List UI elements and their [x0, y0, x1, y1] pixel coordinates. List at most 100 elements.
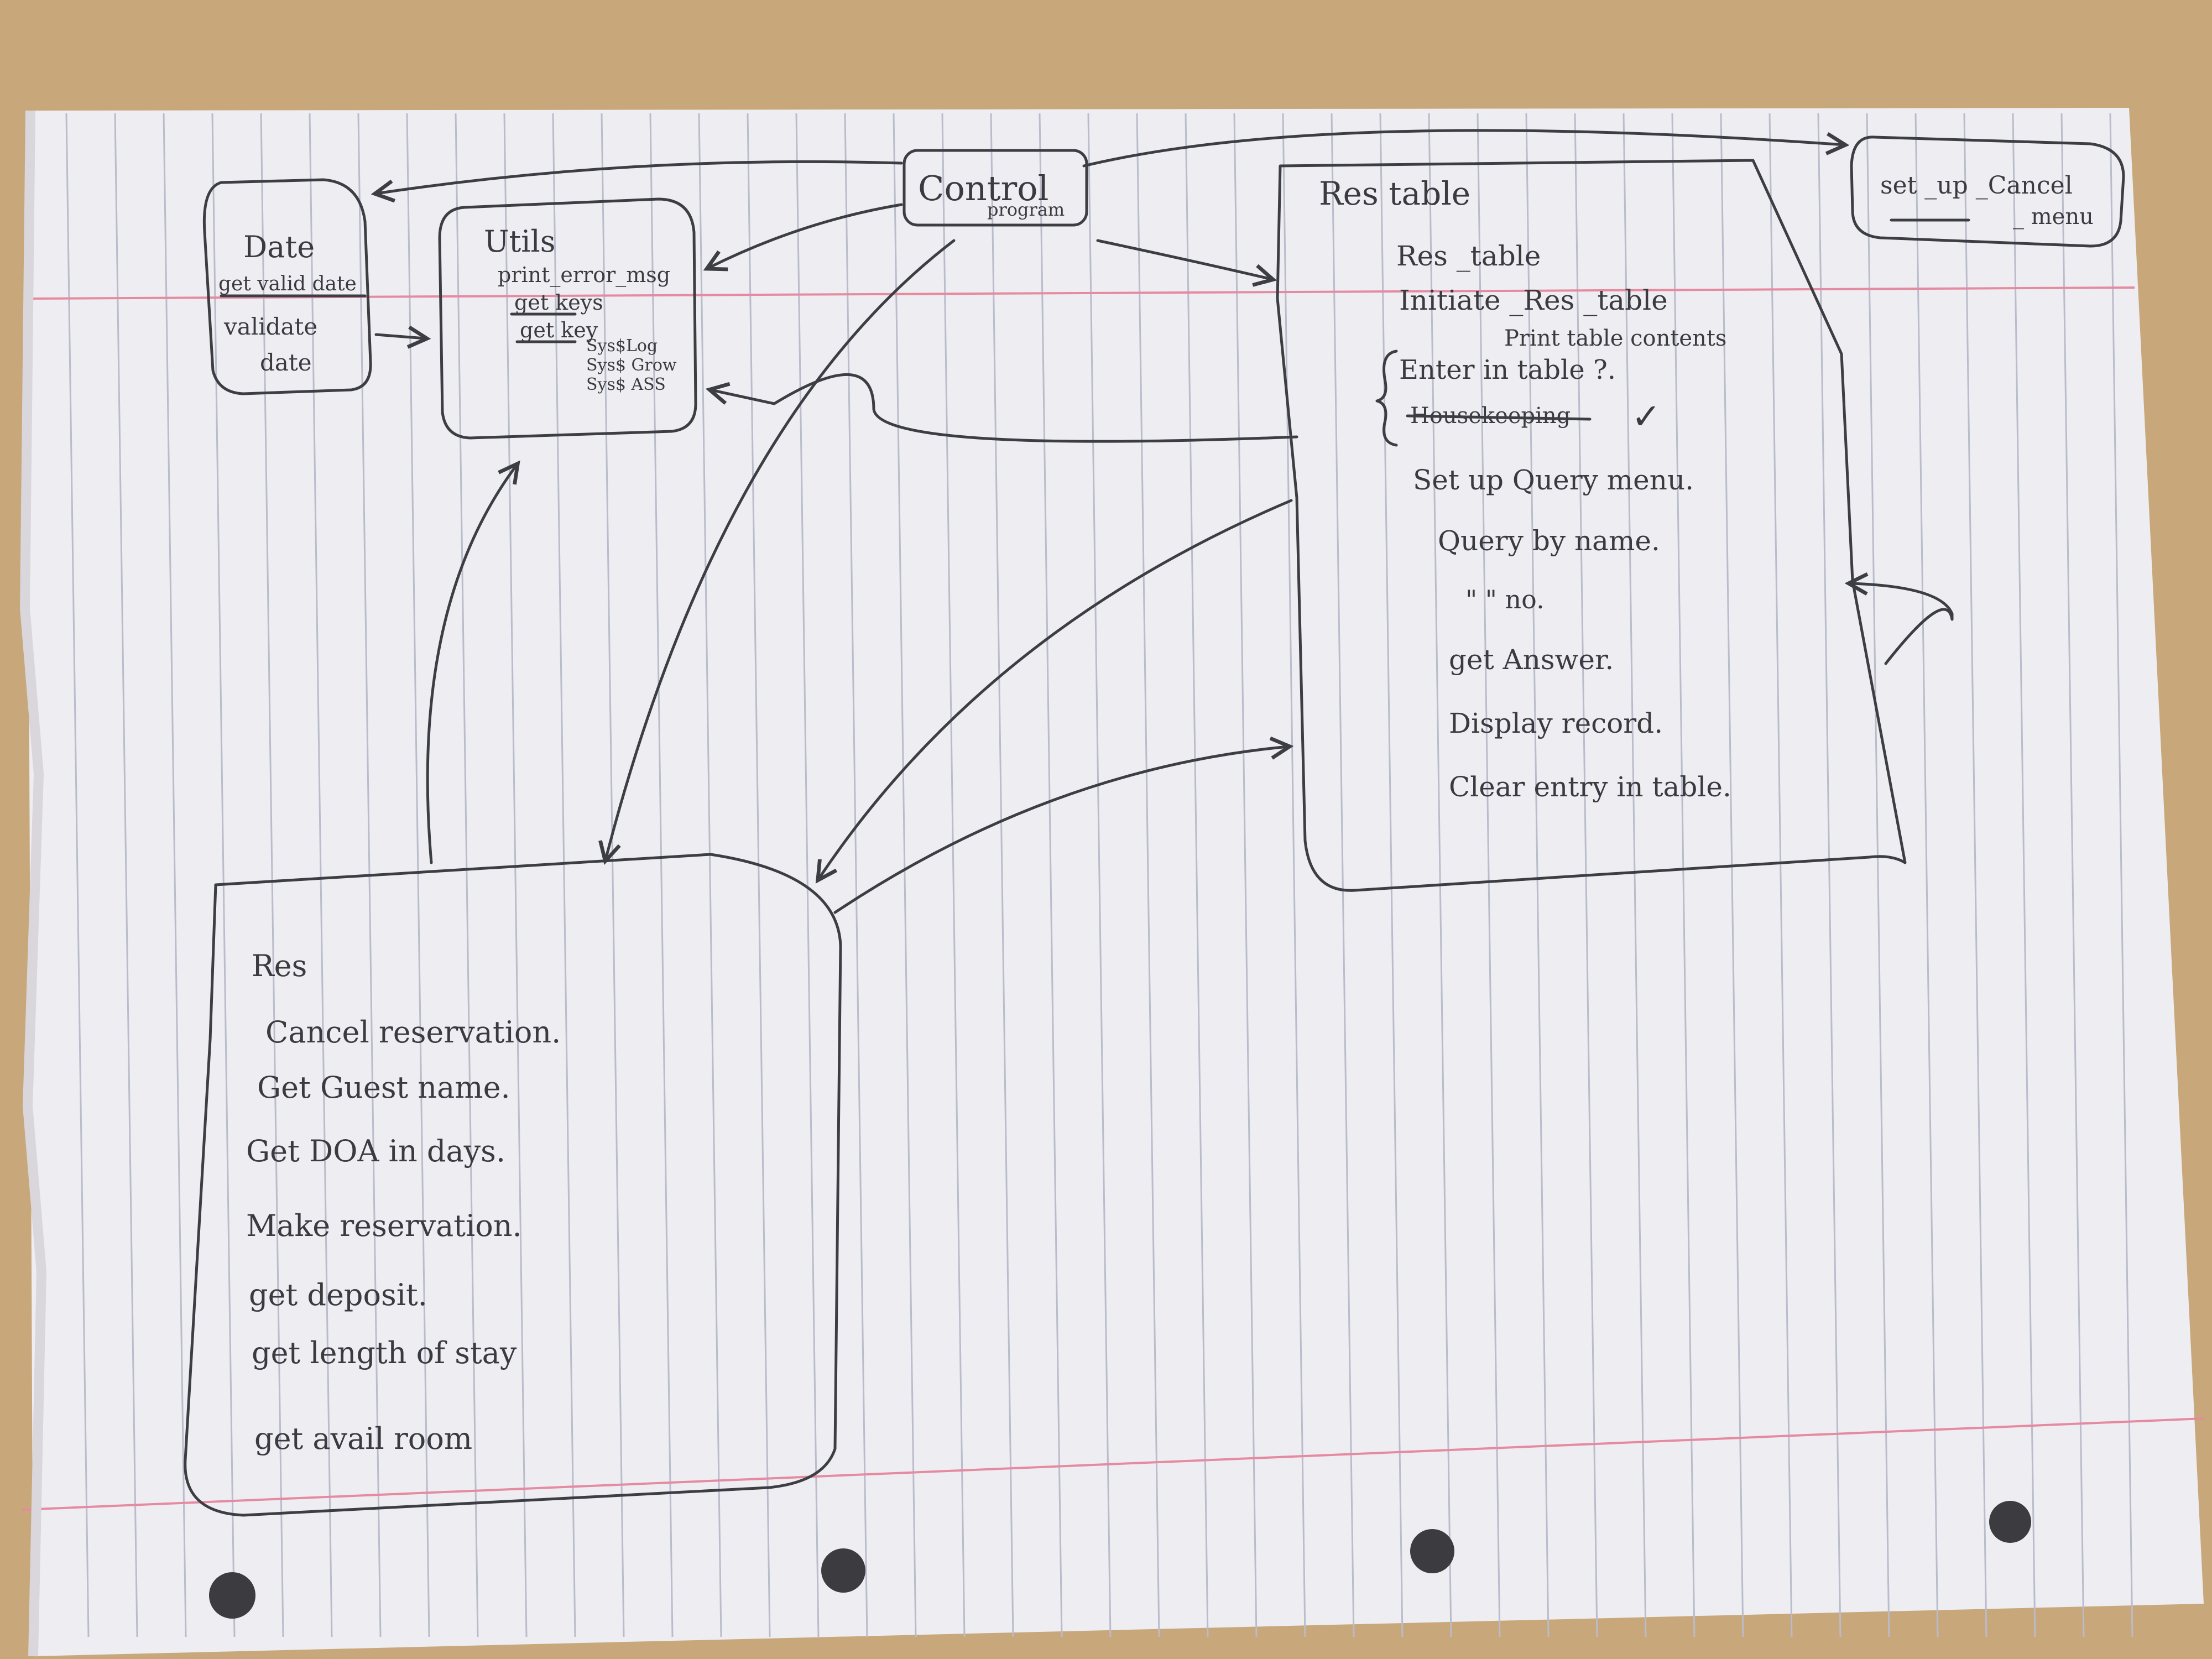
ruled-line — [844, 113, 868, 1637]
date-item: date — [260, 349, 312, 376]
setup-cancel-box — [1850, 135, 2125, 248]
ruled-line — [1087, 113, 1112, 1637]
ruled-line — [1185, 113, 1209, 1637]
res-item: Get DOA in days. — [246, 1134, 505, 1168]
date-item: validate — [223, 313, 317, 340]
res-table-item: Set up Query menu. — [1413, 464, 1694, 496]
arrow-res-table-to-res — [818, 499, 1293, 879]
ruled-line — [1428, 113, 1452, 1637]
arrow-control-to-res-table — [1096, 239, 1272, 279]
ruled-line — [163, 113, 187, 1637]
ruled-line — [1671, 113, 1695, 1637]
ruled-line — [552, 113, 576, 1637]
ruled-line — [1623, 113, 1647, 1637]
arrow-res-to-utils — [426, 465, 517, 864]
control-subtitle: program — [987, 199, 1065, 220]
ruled-line — [1768, 113, 1793, 1637]
res-table-item: get Answer. — [1449, 644, 1614, 676]
utils-item: get key — [520, 318, 598, 342]
ruled-line — [1914, 113, 1939, 1637]
res-item: get avail room — [254, 1421, 472, 1456]
ruled-line — [649, 113, 674, 1637]
res-table-item: Res _table — [1396, 240, 1541, 272]
res-item: Cancel reservation. — [265, 1015, 561, 1050]
res-table-title: Res table — [1319, 175, 1470, 212]
res-title: Res — [252, 948, 307, 983]
ruled-line — [114, 113, 138, 1637]
arrow-res-to-res-table — [833, 747, 1288, 914]
ruled-line — [2060, 113, 2085, 1637]
paper-sheet — [27, 108, 2204, 1656]
date-box — [202, 178, 372, 395]
utils-sys-item: Sys$ ASS — [586, 375, 666, 394]
ruled-line — [1233, 113, 1258, 1637]
res-item: Get Guest name. — [257, 1070, 510, 1105]
res-table-item: Initiate _Res _table — [1399, 284, 1668, 316]
ruled-line — [795, 113, 820, 1637]
utils-title: Utils — [484, 224, 555, 259]
ruled-line — [1525, 113, 1550, 1637]
res-table-brace — [1375, 349, 1398, 447]
arrow-control-to-date — [376, 160, 903, 194]
date-item: get valid date — [218, 273, 357, 295]
ruled-line — [1963, 113, 1987, 1637]
res-box — [184, 853, 842, 1517]
res-table-item: " " no. — [1465, 585, 1545, 614]
arrow-date-to-utils — [374, 335, 426, 338]
ruled-line — [1866, 113, 1890, 1637]
res-table-check: ✓ — [1631, 397, 1661, 437]
ruled-line — [1331, 113, 1355, 1637]
ruled-line — [1720, 113, 1744, 1637]
res-table-strikethrough — [1406, 414, 1592, 421]
ruled-line — [1039, 113, 1063, 1637]
res-table-item: Display record. — [1449, 707, 1663, 739]
ruled-line — [406, 113, 430, 1637]
res-item: Make reservation. — [246, 1208, 522, 1243]
ruled-line — [747, 113, 771, 1637]
ruled-line — [309, 113, 333, 1637]
ruled-line — [1477, 113, 1501, 1637]
ruled-line — [698, 113, 722, 1637]
utils-box — [438, 197, 697, 440]
res-table-item: Clear entry in table. — [1449, 771, 1731, 803]
ruled-line — [1136, 113, 1160, 1637]
ruled-line — [1817, 113, 1841, 1637]
res-table-box — [1276, 159, 1907, 892]
punch-hole-3 — [1410, 1529, 1454, 1573]
ruled-line — [260, 113, 284, 1637]
arrow-control-to-utils — [708, 203, 903, 268]
ruled-line — [2012, 113, 2036, 1637]
control-title: Control — [918, 168, 1048, 208]
ruled-line — [65, 113, 90, 1637]
res-item: get deposit. — [249, 1277, 427, 1312]
arrow-control-to-setup-cancel — [1082, 129, 1844, 168]
setup-cancel-line: _ menu — [2013, 204, 2094, 229]
margin-line-top — [26, 286, 2135, 300]
utils-sys-item: Sys$ Grow — [586, 356, 677, 375]
utils-item: get keys — [514, 290, 603, 315]
margin-line-bottom — [22, 1417, 2204, 1511]
utils-sys-item: Sys$Log — [586, 336, 658, 356]
ruled-line — [455, 113, 479, 1637]
punch-hole-4 — [1989, 1501, 2031, 1543]
punch-hole-2 — [821, 1548, 865, 1593]
res-table-item: Print table contents — [1504, 326, 1726, 351]
arrow-res-table-to-utils — [711, 373, 1298, 443]
arrow-res-table-self-loop — [1850, 583, 1954, 665]
res-item: get length of stay — [252, 1335, 517, 1370]
ruled-line — [211, 113, 236, 1637]
setup-cancel-line: set _up _Cancel — [1880, 171, 2073, 200]
ruled-line — [1282, 113, 1306, 1637]
ruled-line — [601, 113, 625, 1637]
ruled-line — [941, 113, 966, 1637]
ruled-line — [2109, 113, 2133, 1637]
ruled-line — [893, 113, 917, 1637]
res-table-item: Enter in table ?. — [1399, 354, 1616, 385]
date-title: Date — [243, 229, 315, 264]
control-box — [902, 149, 1088, 227]
arrow-control-to-res — [606, 239, 956, 860]
paper-left-edge — [19, 110, 47, 1657]
utils-item: print_error_msg — [498, 263, 670, 288]
res-table-item: Query by name. — [1438, 525, 1660, 557]
